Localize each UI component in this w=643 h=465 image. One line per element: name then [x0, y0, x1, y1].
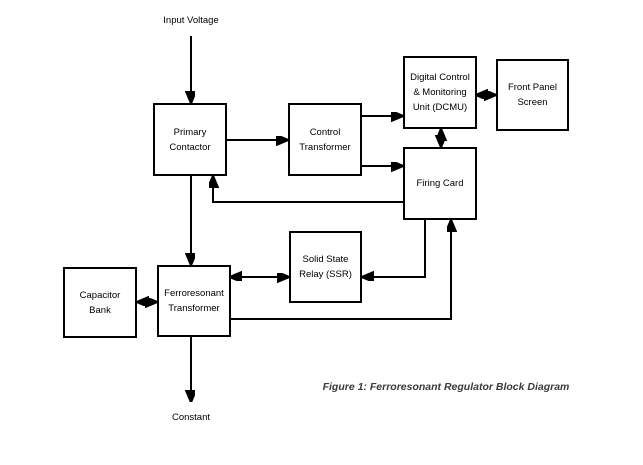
block-capacitor-bank: Capacitor Bank — [63, 267, 137, 338]
block-label-line: Unit (DCMU) — [412, 102, 468, 113]
block-label-line: Transformer — [168, 303, 220, 314]
arrow-firing-card-to-primary-contactor — [213, 179, 403, 203]
block-label-line: Capacitor — [79, 289, 121, 301]
block-label-line: Control — [309, 126, 341, 138]
block-label-line: Digital Control — [410, 72, 470, 83]
block-label-line: Primary — [173, 126, 207, 138]
input-voltage-label: Input Voltage — [163, 15, 219, 26]
block-solid-state-relay: Solid State Relay (SSR) — [289, 231, 362, 303]
block-label-line: Contactor — [169, 141, 211, 153]
block-ferroresonant-transformer: Ferroresonant Transformer — [157, 265, 231, 337]
block-dcmu: Digital Control & Monitoring Unit (DCMU) — [403, 56, 477, 129]
block-label-line: Ferroresonant — [164, 288, 224, 299]
block-control-transformer: Control Transformer — [288, 103, 362, 176]
arrow-ferroresonant-to-firing-card — [231, 223, 451, 320]
block-label-line: Bank — [89, 304, 111, 316]
block-front-panel-screen: Front Panel Screen — [496, 59, 569, 131]
block-label-line: Front Panel — [507, 82, 558, 93]
block-label-line: Solid State — [302, 254, 349, 265]
block-label-line: Transformer — [299, 141, 351, 153]
block-firing-card: Firing Card — [403, 147, 477, 220]
figure-caption: Figure 1: Ferroresonant Regulator Block … — [322, 381, 570, 393]
block-label-line: Screen — [517, 97, 548, 108]
constant-output-label: Constant — [171, 412, 211, 423]
arrow-firing-card-to-ssr — [365, 220, 426, 277]
block-label-line: Firing Card — [416, 178, 464, 189]
block-label-line: Relay (SSR) — [299, 269, 352, 280]
block-primary-contactor: Primary Contactor — [153, 103, 227, 176]
block-label-line: & Monitoring — [413, 87, 467, 98]
